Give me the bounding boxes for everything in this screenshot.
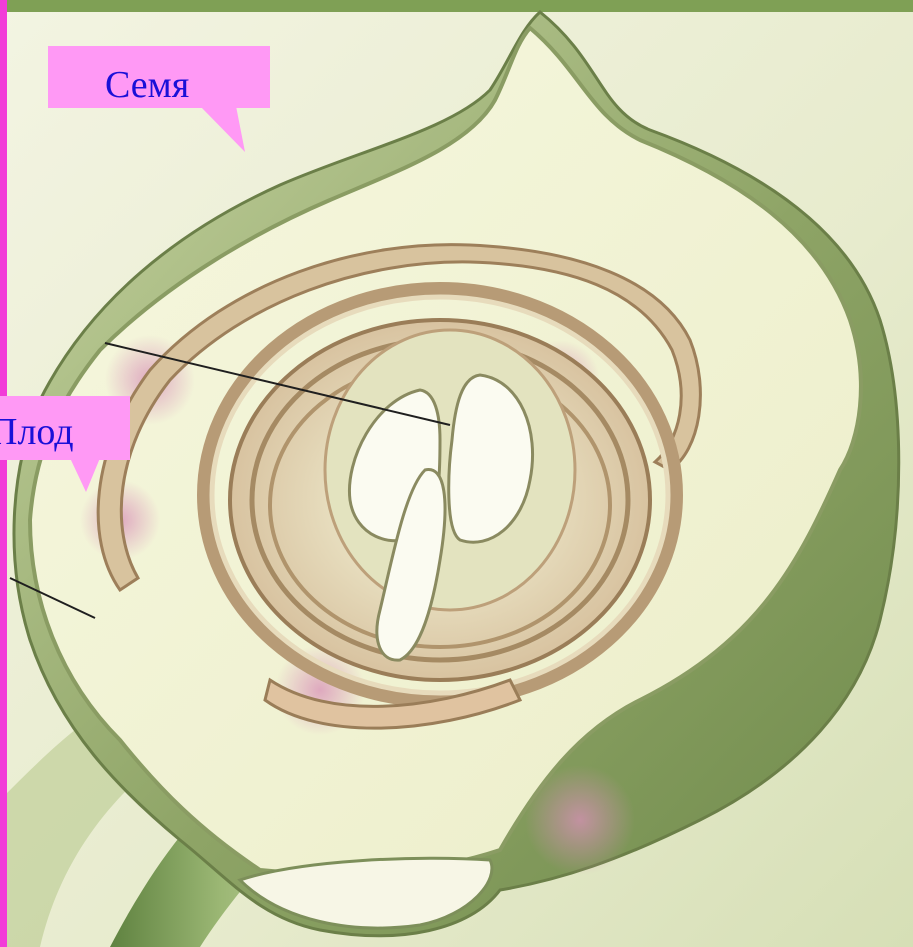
fruit-label: Плод [0,413,74,451]
seed-label: Семя [105,66,189,104]
